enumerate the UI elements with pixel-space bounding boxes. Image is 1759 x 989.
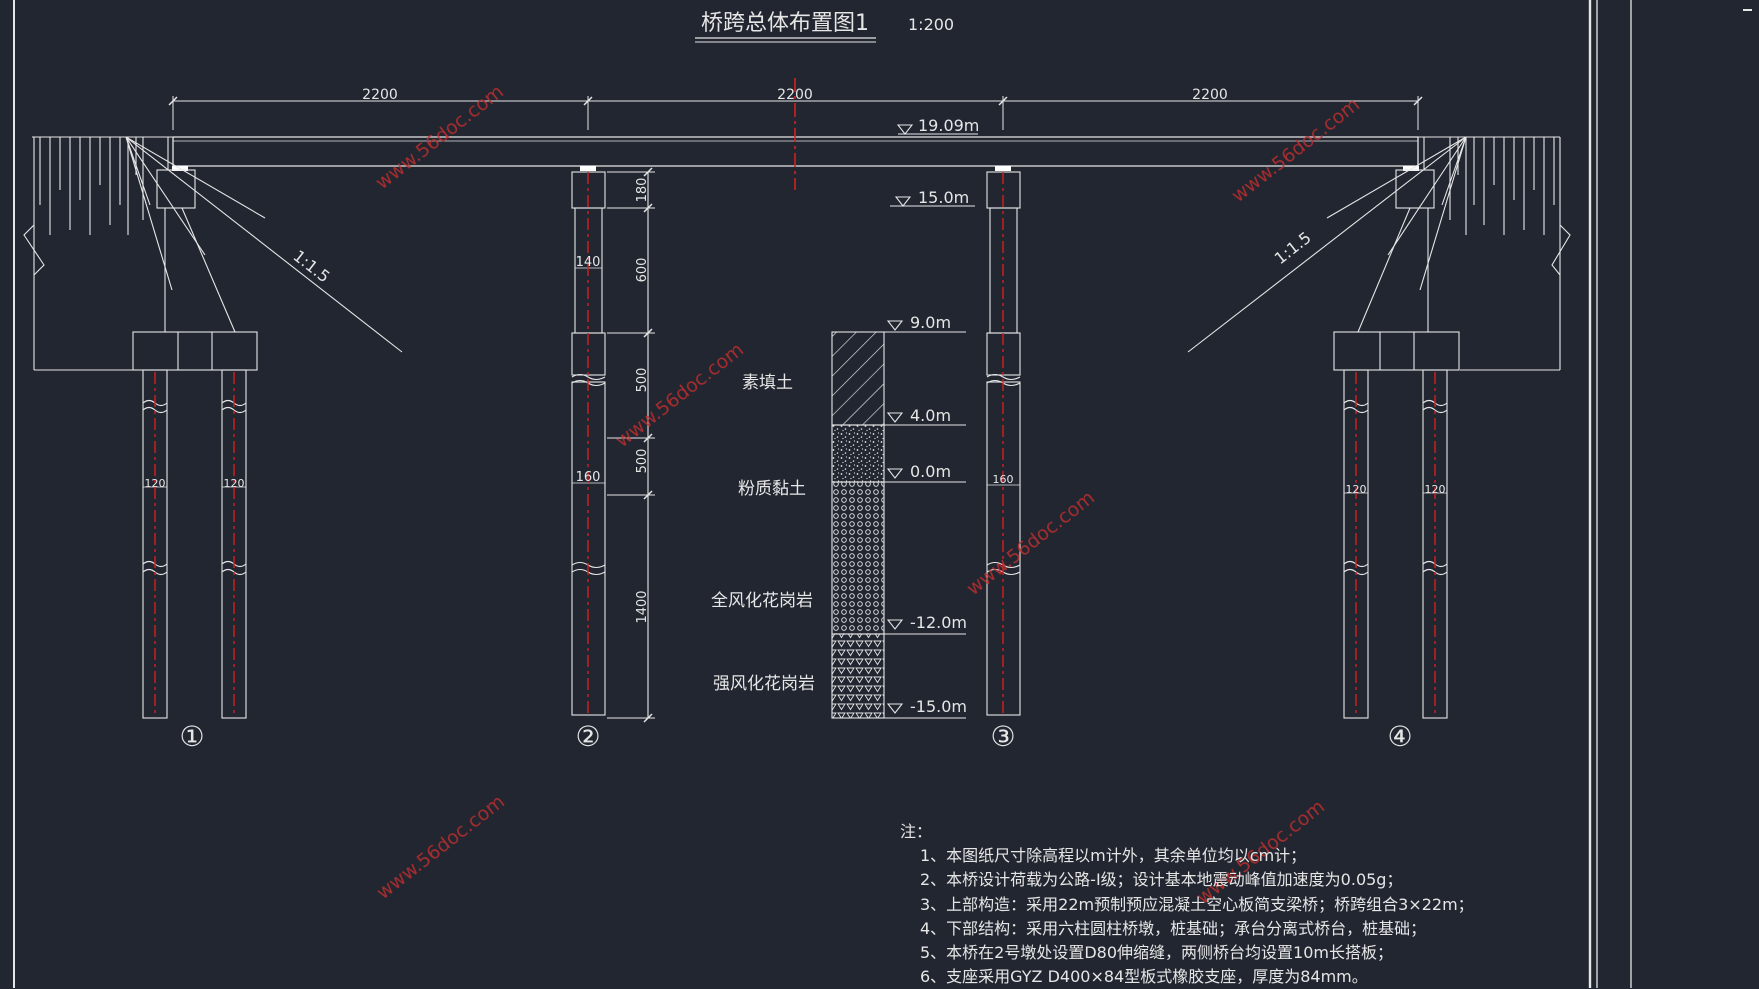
watermark-5: www.56doc.com [373, 791, 509, 904]
note-item: 5、本桥在2号墩处设置D80伸缩缝，两侧桥台均设置10m长搭板； [920, 943, 1393, 963]
pier-1-pile-b-dim: 120 [224, 477, 245, 490]
note-item: 2、本桥设计荷载为公路-Ⅰ级；设计基本地震动峰值加速度为0.05g； [920, 870, 1403, 890]
pier-4-pile-d-dim: 120 [1425, 483, 1446, 496]
note-item: 4、下部结构：采用六柱圆柱桥墩，桩基础；承台分离式桥台，桩基础； [920, 918, 1427, 938]
design-notes: 注： 1、本图纸尺寸除高程以m计外，其余单位均以cm计； 2、本桥设计荷载为公路… [900, 820, 1474, 989]
watermark-3: www.56doc.com [612, 339, 748, 452]
pier-1-pile-a-dim: 120 [145, 477, 166, 490]
elev-minus-15: -15.0m [910, 697, 967, 716]
dim-500-b: 500 [635, 449, 650, 474]
right-slope-label: 1:1.5 [1271, 228, 1315, 268]
watermark-4: www.56doc.com [963, 487, 1099, 600]
elev-0: 0.0m [910, 462, 951, 481]
soil-column [831, 331, 966, 719]
note-item: 6、支座采用GYZ D400×84型板式橡胶支座，厚度为84mm。 [920, 967, 1368, 987]
pier-4-piles [1343, 369, 1448, 719]
elev-cap: 15.0m [918, 188, 969, 207]
soil-layer-4: 强风化花岗岩 [713, 674, 815, 694]
dim-pier3-pile-width: 160 [993, 473, 1014, 486]
pier-numbers: ① ② ③ ④ [179, 720, 1412, 753]
pier-1-piles [142, 369, 247, 719]
drawing-scale: 1:200 [908, 15, 954, 34]
note-item: 1、本图纸尺寸除高程以m计外，其余单位均以cm计； [920, 846, 1307, 866]
soil-layer-3: 全风化花岗岩 [711, 591, 813, 611]
note-item: 3、上部构造：采用22m预制预应混凝土空心板简支梁桥；桥跨组合3×22m； [920, 894, 1474, 914]
elevation-markers [886, 124, 978, 714]
watermark-2: www.56doc.com [1228, 94, 1364, 207]
frame [13, 0, 1752, 988]
dim-col-width: 140 [576, 255, 601, 270]
right-abutment [1187, 136, 1571, 371]
dim-cap-height: 180 [635, 178, 650, 203]
elev-4: 4.0m [910, 406, 951, 425]
notes-heading: 注： [900, 822, 933, 841]
drawing-title: 桥跨总体布置图1 [701, 11, 869, 36]
pier-number-3: ③ [990, 720, 1015, 753]
span-1-label: 2200 [362, 87, 398, 103]
elev-9: 9.0m [910, 313, 951, 332]
pier-4-pile-c-dim: 120 [1346, 483, 1367, 496]
dim-600: 600 [635, 258, 650, 283]
elev-minus-12: -12.0m [910, 613, 967, 632]
dim-1400: 1400 [635, 590, 650, 623]
span-2-label: 2200 [777, 87, 813, 103]
left-abutment [23, 136, 403, 371]
pier-number-4: ④ [1387, 720, 1412, 753]
left-slope-label: 1:1.5 [290, 246, 334, 286]
soil-layer-2: 粉质黏土 [738, 479, 806, 499]
dim-500-a: 500 [635, 368, 650, 393]
soil-layer-1: 素填土 [742, 373, 793, 393]
title-block: 桥跨总体布置图1 1:200 [695, 11, 954, 43]
pier-1-centerlines [154, 372, 235, 716]
pier-number-2: ② [575, 720, 600, 753]
span-dimensions [168, 96, 1423, 130]
span-3-label: 2200 [1192, 87, 1228, 103]
pier-4-centerlines [1355, 372, 1436, 716]
pier-number-1: ① [179, 720, 204, 753]
dim-pile-width: 160 [576, 470, 601, 485]
elev-deck: 19.09m [918, 116, 979, 135]
pier-2 [571, 167, 655, 723]
